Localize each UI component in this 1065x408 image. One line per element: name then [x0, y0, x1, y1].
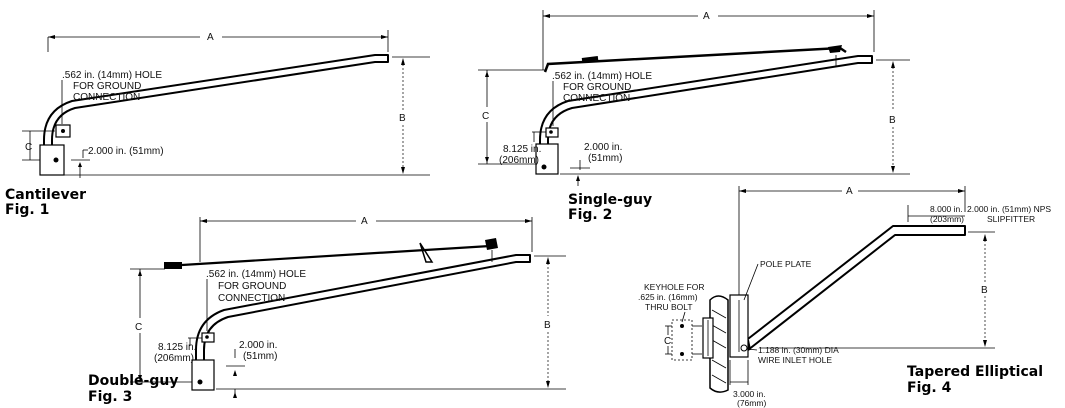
fig2-caption-name: Single-guy — [568, 192, 652, 208]
fig2-pipe-dim-2: (51mm) — [588, 153, 622, 164]
fig3-caption-fig: Fig. 3 — [88, 389, 132, 405]
fig3-double-guy: A B C .562 in. (14mm) HOLE FOR GROUND CO — [88, 216, 566, 405]
fig3-guy-end — [164, 262, 182, 269]
fig3-pipe-dim-1: 2.000 in. — [239, 340, 277, 351]
fig4-keyhole-plate — [671, 319, 693, 361]
fig3-hole-note-2: FOR GROUND — [218, 281, 286, 292]
fig1-dim-b: B — [399, 113, 406, 124]
fig3-height-dim-1: 8.125 in. — [158, 342, 196, 353]
fig2-hole-note-1: .562 in. (14mm) HOLE — [552, 71, 652, 82]
fig1-cantilever: A B C .562 in. (14mm) HOLE FOR GROUND CO… — [5, 30, 430, 218]
fig2-single-guy: A B C .562 in. (14mm) HOLE FOR GROUND CO — [478, 10, 910, 223]
fig4-keyhole-3: THRU BOLT — [645, 302, 693, 312]
fig2-pipe-dim-1: 2.000 in. — [584, 142, 622, 153]
fig2-dim-a: A — [703, 11, 710, 22]
fig2-base-plate — [535, 143, 559, 175]
fig3-dim-a: A — [361, 216, 368, 227]
fig4-tip-dim-1: 8.000 in. — [930, 204, 963, 214]
fig4-caption-name: Tapered Elliptical — [907, 364, 1043, 380]
fig4-keyhole-1: KEYHOLE FOR — [644, 282, 704, 292]
fig2-dim-c: C — [482, 111, 489, 122]
fig2-dim-b: B — [889, 115, 896, 126]
fig4-slipfitter-1: 2.000 in. (51mm) NPS — [967, 204, 1051, 214]
fig1-pipe-dim: 2.000 in. (51mm) — [88, 146, 164, 157]
fig4-base-dim-1: 3.000 in. — [733, 389, 766, 399]
fig2-hole-note-3: CONNECTION — [563, 93, 630, 104]
fig4-tapered-elliptical: A 8.000 in. (203mm) 2.000 in. (51mm) NPS… — [638, 186, 1051, 408]
fig1-dim-a: A — [207, 32, 214, 43]
fig4-wire-inlet-1: 1.188 in. (30mm) DIA — [758, 345, 839, 355]
fig4-wire-inlet-2: WIRE INLET HOLE — [758, 355, 832, 365]
fig3-height-dim-2: (206mm) — [154, 353, 194, 364]
fig4-keyhole-2: .625 in. (16mm) — [638, 292, 698, 302]
fig4-pole-plate-label: POLE PLATE — [760, 259, 812, 269]
fig3-base-plate — [191, 359, 215, 391]
fig3-dim-b: B — [544, 320, 551, 331]
fig1-dim-c: C — [25, 142, 32, 153]
fig3-dim-c: C — [135, 322, 142, 333]
fig4-dim-b: B — [981, 285, 988, 296]
fig4-caption-fig: Fig. 4 — [907, 380, 952, 396]
fig3-pipe-dim-2: (51mm) — [243, 351, 277, 362]
fig1-hole-note-3: CONNECTION — [73, 92, 140, 103]
fig4-tip-dim-2: (203mm) — [930, 214, 964, 224]
fig1-caption-fig: Fig. 1 — [5, 202, 49, 218]
fig3-hole-note-3: CONNECTION — [218, 293, 285, 304]
fig2-height-dim-1: 8.125 in. — [503, 144, 541, 155]
fig1-hole-note-1: .562 in. (14mm) HOLE — [62, 70, 162, 81]
fig4-dim-a: A — [846, 186, 853, 197]
fig2-caption-fig: Fig. 2 — [568, 207, 612, 223]
fig2-height-dim-2: (206mm) — [499, 155, 539, 166]
fig1-base-hole — [53, 157, 59, 163]
fig4-slipfitter-2: SLIPFITTER — [987, 214, 1035, 224]
fig2-hole-note-2: FOR GROUND — [563, 82, 631, 93]
fig1-caption-name: Cantilever — [5, 187, 86, 203]
fig1-hole-note-2: FOR GROUND — [73, 81, 141, 92]
fig3-hole-note-1: .562 in. (14mm) HOLE — [206, 269, 306, 280]
fig3-caption-name: Double-guy — [88, 373, 178, 389]
fig1-base-plate — [39, 144, 65, 176]
fig4-base-dim-2: (76mm) — [737, 398, 766, 408]
fig4-dim-c: C — [664, 336, 671, 347]
